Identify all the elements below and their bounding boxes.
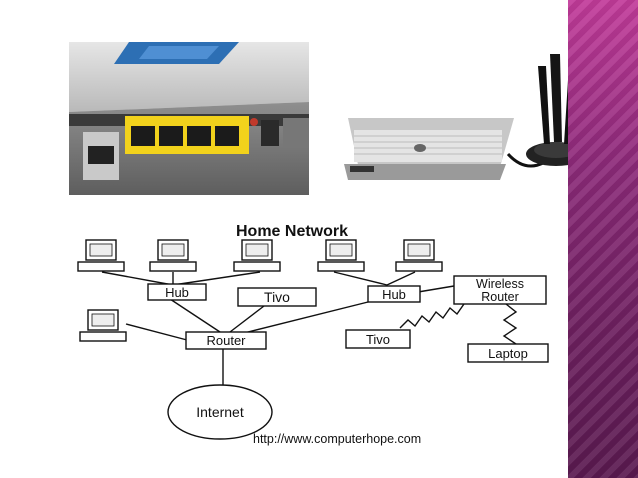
link-pc6-router bbox=[125, 323, 188, 341]
desktop-computer-icon bbox=[395, 239, 443, 272]
link-hub-router bbox=[169, 298, 221, 333]
laptop-label: Laptop bbox=[488, 346, 528, 361]
desktop-computer-icon bbox=[149, 239, 197, 272]
hub-right-box bbox=[367, 285, 421, 303]
home-network-diagram: Home Network Hub Tivo Hub Wireless Route… bbox=[70, 212, 565, 470]
tivo-top-box bbox=[237, 287, 317, 307]
hub-left-box bbox=[147, 283, 207, 301]
connection-lines bbox=[101, 271, 518, 392]
router-back-photo bbox=[69, 42, 309, 195]
hub-left-label: Hub bbox=[165, 285, 189, 300]
link-pc1-hub bbox=[101, 271, 174, 286]
credit-url: http://www.computerhope.com bbox=[253, 432, 421, 446]
link-pc5-hub bbox=[386, 271, 416, 286]
router-ports-photo-icon bbox=[69, 42, 309, 195]
link-hub-router-right bbox=[239, 298, 381, 335]
slide-accent-band bbox=[568, 0, 638, 478]
desktop-computer-icon bbox=[79, 309, 127, 342]
laptop-box bbox=[467, 343, 549, 363]
desktop-computer-icon bbox=[317, 239, 365, 272]
link-hub-wireless bbox=[417, 285, 455, 293]
internet-label: Internet bbox=[196, 404, 244, 420]
link-pc4-hub bbox=[333, 271, 388, 286]
wireless-router-photo-icon bbox=[338, 46, 596, 194]
tivo-top-label: Tivo bbox=[264, 289, 290, 305]
link-pc3-hub bbox=[172, 271, 261, 286]
router-label: Router bbox=[206, 333, 246, 348]
internet-cloud bbox=[167, 384, 273, 440]
wireless-router-box bbox=[453, 275, 547, 305]
desktop-computer-icon bbox=[77, 239, 125, 272]
wireless-router-label-line1: Wireless bbox=[476, 277, 524, 291]
desktop-computer-icon bbox=[233, 239, 281, 272]
tivo-bottom-label: Tivo bbox=[366, 332, 390, 347]
diagram-title: Home Network bbox=[236, 223, 348, 240]
router-box bbox=[185, 331, 267, 350]
wireless-link-tivo bbox=[399, 301, 470, 329]
hub-right-label: Hub bbox=[382, 287, 406, 302]
wireless-router-photo bbox=[338, 46, 596, 194]
wireless-link-laptop bbox=[502, 303, 518, 351]
tivo-bottom-box bbox=[345, 329, 411, 349]
wireless-router-label-line2: Router bbox=[481, 290, 519, 304]
link-tivo-router bbox=[229, 305, 265, 333]
diagram-canvas: Home Network Hub Tivo Hub Wireless Route… bbox=[77, 223, 549, 446]
